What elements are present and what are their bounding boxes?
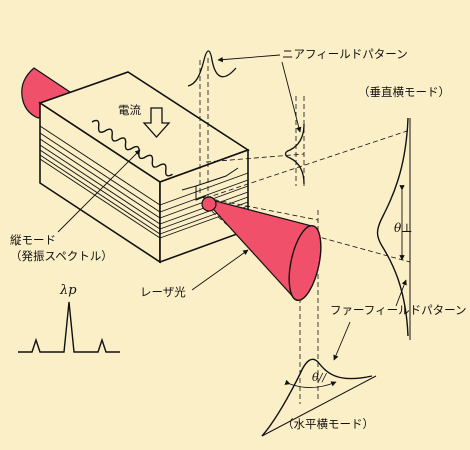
- emission-spectrum-label: （発振スペクトル）: [10, 249, 113, 263]
- near-field-leader-1: [217, 54, 281, 63]
- longitudinal-leader: [57, 149, 141, 233]
- longitudinal-mode-label: 縦モード: [10, 233, 56, 247]
- far-field-label: ファーフィールドパターン: [330, 303, 467, 317]
- horizontal-far-field-curve: [261, 358, 373, 437]
- laser-light-label: レーザ光: [140, 285, 186, 299]
- near-field-leader-2: [281, 61, 302, 133]
- near-field-label: ニアフィールドパターン: [282, 47, 408, 61]
- near-field-curve-top: [187, 50, 237, 87]
- near-field-curve-side: [284, 123, 305, 185]
- vertical-far-field-curve: [376, 117, 409, 337]
- horizontal-mode-label: （水平横モード）: [282, 417, 374, 431]
- theta-perp-label: θ⊥: [394, 221, 413, 235]
- beam-cross-section: [288, 225, 322, 301]
- laser-light-leader: [191, 249, 249, 291]
- far-field-leader-2: [395, 279, 407, 307]
- horizontal-angle-arc: [284, 379, 337, 388]
- current-label: 電流: [118, 103, 141, 117]
- horizontal-axis: [261, 375, 377, 437]
- far-field-leader-1: [333, 321, 351, 361]
- vertical-mode-label: （垂直横モード）: [358, 85, 450, 99]
- current-arrow: [142, 107, 171, 138]
- beam-emitter: [201, 196, 217, 212]
- theta-par-label: θ//: [312, 371, 327, 384]
- standing-wave: [91, 119, 173, 177]
- lambda-p-label: λp: [59, 283, 77, 298]
- chip-stripe: [181, 167, 239, 201]
- spectrum-peaks: [18, 301, 120, 353]
